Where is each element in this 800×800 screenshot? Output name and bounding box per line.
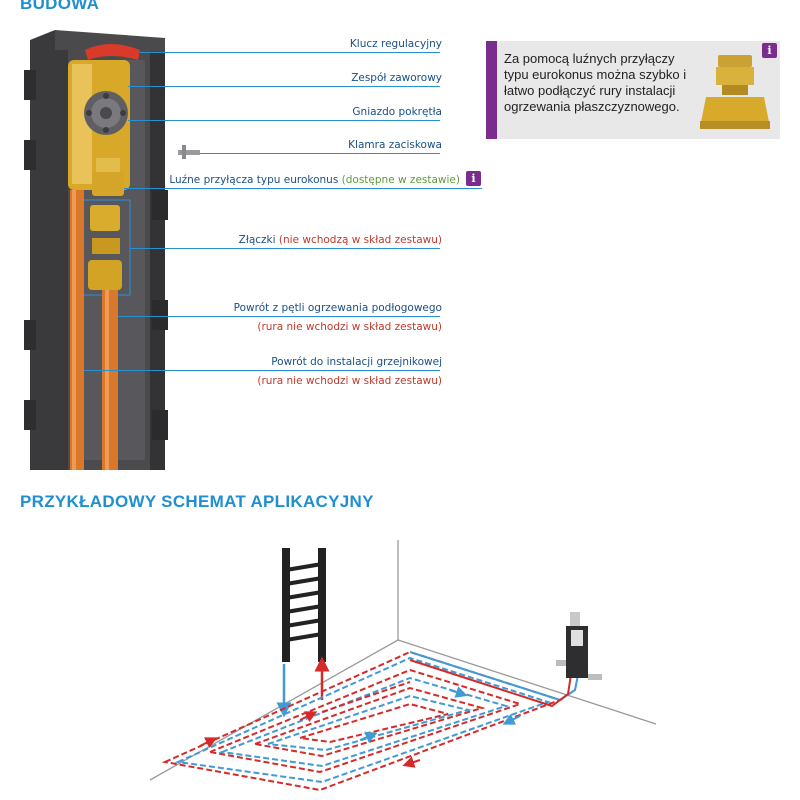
eurokonus-fitting xyxy=(92,170,124,196)
info-icon[interactable]: i xyxy=(762,43,777,58)
info-box: Za pomocą luźnych przyłączy typu eurokon… xyxy=(486,41,780,139)
wall-mounted-unit xyxy=(556,612,602,680)
leader-luzne xyxy=(124,188,482,189)
section-title-budowa: BUDOWA xyxy=(20,0,100,13)
floor-heating-loop xyxy=(161,650,581,792)
callout-klamra: Klamra zaciskowa xyxy=(348,139,442,151)
info-box-text: Za pomocą luźnych przyłączy typu eurokon… xyxy=(504,51,687,114)
callout-luzne-note: (dostępne w zestawie) xyxy=(341,174,460,186)
connector-1 xyxy=(90,205,120,231)
connector-3 xyxy=(88,260,122,290)
callout-zlaczki-text: Złączki xyxy=(238,234,276,246)
leader-gniazdo xyxy=(128,120,440,121)
callout-zlaczki-note: (nie wchodzą w skład zestawu) xyxy=(278,234,442,246)
callout-powrot-petli-note: (rura nie wchodzi w skład zestawu) xyxy=(257,321,442,333)
leader-zespol xyxy=(128,86,440,87)
regulating-key xyxy=(85,44,140,60)
section-title-schemat: PRZYKŁADOWY SCHEMAT APLIKACYJNY xyxy=(20,492,374,511)
clamp-piece xyxy=(178,145,200,159)
callout-luzne-text: Luźne przyłącza typu eurokonus xyxy=(169,174,339,186)
callout-powrot-petli: Powrót z pętli ogrzewania podłogowego xyxy=(233,302,442,314)
leader-powrot-petli xyxy=(118,316,440,317)
eurokonus-fitting-photo xyxy=(700,55,770,129)
leader-zlaczki xyxy=(130,248,440,249)
leader-klamra xyxy=(200,153,440,154)
callout-zespol: Zespół zaworowy xyxy=(351,72,442,84)
callout-gniazdo: Gniazdo pokrętła xyxy=(352,106,442,118)
info-box-accent-bar xyxy=(486,41,497,139)
callout-powrot-grzej-note: (rura nie wchodzi w skład zestawu) xyxy=(257,375,442,387)
leader-powrot-grzej xyxy=(84,370,440,371)
callout-zlaczki: Złączki (nie wchodzą w skład zestawu) xyxy=(239,233,442,247)
flow-arrows xyxy=(199,686,521,768)
leader-klucz xyxy=(140,52,440,53)
connector-2 xyxy=(92,238,120,254)
towel-radiator xyxy=(282,548,326,662)
callout-klucz: Klucz regulacyjny xyxy=(349,38,442,50)
callout-powrot-grzej: Powrót do instalacji grzejnikowej xyxy=(271,356,442,368)
info-icon[interactable]: i xyxy=(466,171,481,186)
callout-luzne: Luźne przyłącza typu eurokonus (dostępne… xyxy=(169,173,460,187)
